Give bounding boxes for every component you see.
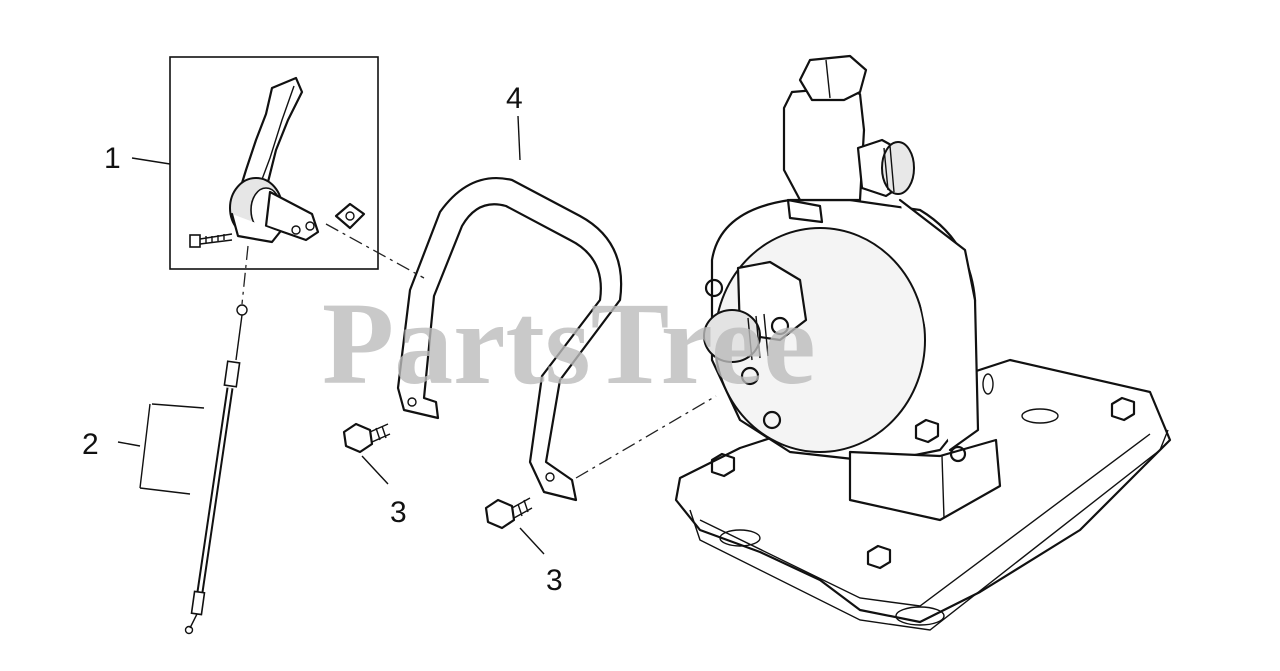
guide-handle-to-pump [575, 395, 717, 479]
inlet-fitting-face [703, 309, 761, 363]
callouts: 1 2 3 3 4 [82, 82, 563, 597]
part-2-bracket [139, 403, 205, 495]
leader-3b [519, 527, 545, 555]
leader-1 [131, 157, 171, 165]
guide-lever-to-handle [325, 223, 425, 279]
volute-bolt-4 [762, 410, 782, 430]
handle-outer [396, 176, 623, 502]
guide-lever-to-cable [241, 245, 249, 305]
outlet-fitting [856, 138, 915, 198]
clamp-hole-2 [305, 221, 315, 231]
inlet-fitting [703, 260, 808, 363]
pump-mount-tab [941, 455, 945, 519]
base-plate-rim [699, 433, 1151, 607]
lever-arm-edge [257, 85, 295, 191]
leader-2 [117, 441, 141, 447]
part-3-bolt-left [342, 422, 391, 454]
volute-bolt-5 [949, 445, 967, 463]
part-2-throttle-cable [139, 304, 248, 635]
pump-handle-bracket [786, 198, 824, 224]
square-nut-hole [345, 211, 355, 221]
pump-foot-right [895, 606, 945, 626]
callout-4: 4 [506, 82, 523, 115]
leader-3a [361, 455, 389, 485]
priming-cap-tab [825, 59, 831, 99]
part-4-carry-handle [396, 176, 623, 502]
lever-screw [189, 233, 233, 248]
callout-3b: 3 [546, 564, 563, 597]
handle-hole-left [407, 397, 417, 407]
callout-1: 1 [104, 142, 121, 175]
clamp-hole-1 [291, 225, 301, 235]
part-1-throttle-lever-assembly [169, 56, 379, 270]
cable-upper-wire [235, 314, 243, 361]
callout-2: 2 [82, 428, 99, 461]
base-slot [1021, 408, 1059, 424]
cable-lower-wire [189, 613, 198, 629]
lever-clamp-bracket [264, 190, 320, 242]
cable-housing-inner [198, 387, 232, 593]
handle-hole-right [545, 472, 555, 482]
cable-lower-fitting [190, 590, 206, 616]
pump-foot-left [719, 529, 761, 547]
volute-bolt-3 [740, 366, 760, 386]
part-3-bolt-right [484, 497, 533, 530]
base-slot-side [982, 373, 994, 395]
base-bolt-2 [866, 544, 892, 570]
volute-bolt-1 [704, 278, 724, 298]
base-bolt-1 [710, 452, 736, 478]
priming-cap [798, 54, 868, 102]
partstree-watermark: PartsTree [322, 278, 816, 409]
cable-upper-fitting [223, 360, 241, 388]
pump-neck [782, 86, 866, 202]
leader-4 [517, 115, 521, 161]
square-nut [334, 202, 366, 230]
cable-end-nipple [184, 625, 194, 635]
base-bolt-3 [1110, 396, 1136, 422]
volute-bolt-2 [770, 316, 790, 336]
water-pump-assembly [674, 54, 1172, 631]
lever-base [230, 212, 282, 244]
base-plate-lip [689, 429, 1169, 631]
cable-end-ferrule [236, 304, 248, 316]
callout-3a: 3 [390, 496, 407, 529]
leader-lines [117, 115, 717, 555]
base-bolt-4 [914, 418, 940, 444]
pump-back-flange [898, 198, 980, 452]
